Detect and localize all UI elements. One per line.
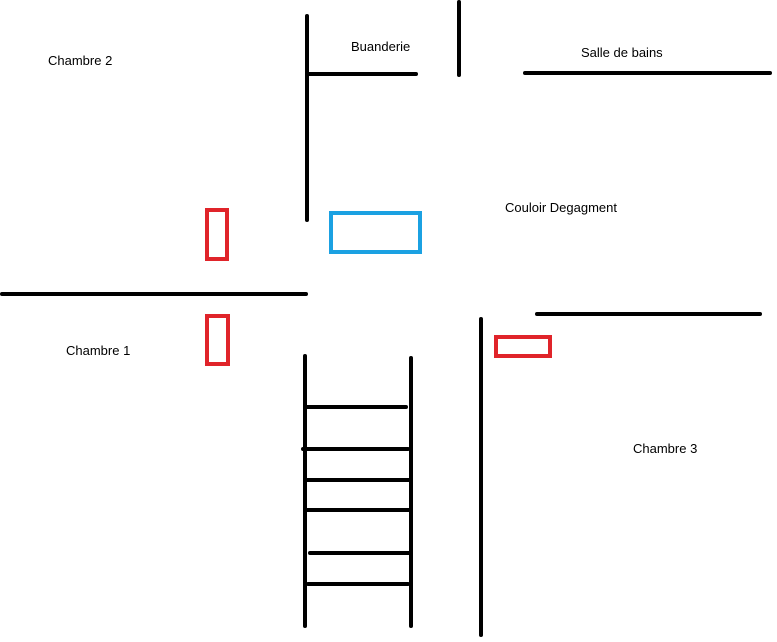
label-couloir: Couloir Degagment xyxy=(505,200,617,215)
blue-marker-couloir xyxy=(329,211,422,254)
red-marker-chambre-2 xyxy=(205,208,229,261)
markers xyxy=(205,208,552,366)
label-chambre-2: Chambre 2 xyxy=(48,53,112,68)
label-chambre-1: Chambre 1 xyxy=(66,343,130,358)
label-chambre-3: Chambre 3 xyxy=(633,441,697,456)
staircase xyxy=(301,354,413,628)
label-buanderie: Buanderie xyxy=(351,39,410,54)
room-labels: Chambre 2 Buanderie Salle de bains Coulo… xyxy=(48,39,697,456)
red-marker-chambre-1 xyxy=(205,314,230,366)
red-marker-chambre-3 xyxy=(494,335,552,358)
label-salle-de-bains: Salle de bains xyxy=(581,45,663,60)
